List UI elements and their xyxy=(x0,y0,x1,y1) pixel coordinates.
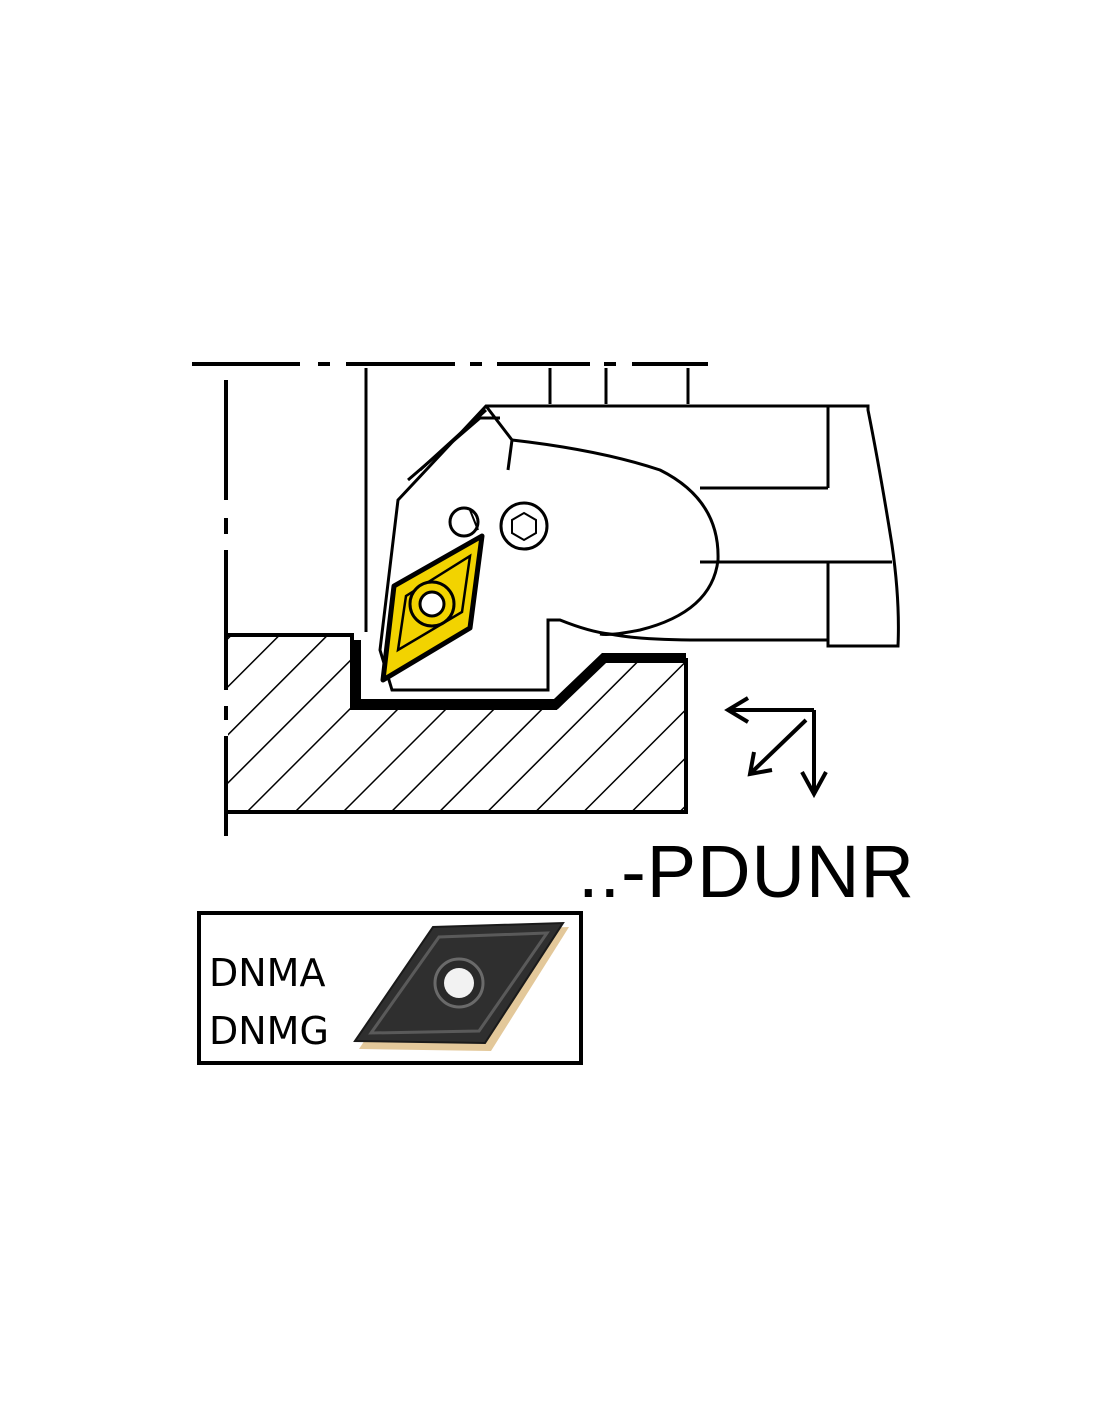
compatible-insert-panel: DNMA DNMG xyxy=(197,911,583,1065)
bore-outline xyxy=(364,368,690,632)
tool-code-label: ..-PDUNR xyxy=(578,830,915,913)
center-lines xyxy=(192,362,708,836)
clamp-screw-icon xyxy=(448,506,480,538)
boring-bar-body xyxy=(378,404,900,692)
insert-type-dnmg: DNMG xyxy=(209,1009,329,1053)
hex-socket-screw-icon xyxy=(499,501,549,551)
feed-direction-arrows-icon xyxy=(724,696,828,799)
rhombic-insert-icon xyxy=(380,533,485,683)
insert-photo xyxy=(353,921,569,1051)
machined-profile xyxy=(351,640,686,709)
insert-type-dnma: DNMA xyxy=(209,951,326,995)
